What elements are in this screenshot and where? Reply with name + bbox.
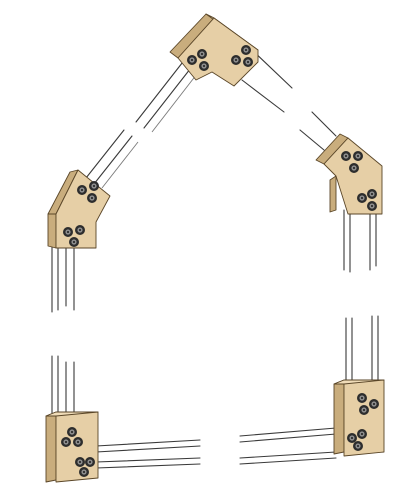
bolt-group-left-shoulder-bottom (63, 225, 85, 247)
bracket-left-shoulder (47, 169, 111, 249)
rail-right-lower (345, 315, 379, 385)
bolt-group-bottom-right-bottom (347, 429, 367, 451)
rail-bottom-right (239, 427, 337, 465)
bolt-group-right-shoulder-bottom (357, 189, 377, 211)
bolt-group-apex-left (187, 49, 209, 71)
bracket-bottom-right (333, 379, 385, 457)
bolt-group-bottom-left-bottom (75, 457, 95, 477)
rail-right-upper (343, 209, 377, 273)
bolt-group-bottom-right-top (357, 393, 379, 415)
bolt-group-left-shoulder-top (77, 181, 99, 203)
bolt-group-apex-right (231, 45, 253, 67)
rail-apex-left (85, 57, 201, 189)
rail-left-lower (51, 355, 75, 417)
bolt-group-bottom-left-top (61, 427, 83, 447)
bracket-apex (169, 13, 259, 87)
bracket-bottom-left (45, 411, 99, 483)
rail-bottom-left (95, 439, 201, 469)
bolt-group-right-shoulder-top (341, 151, 363, 173)
rail-left-upper (51, 239, 75, 313)
bracket-right-shoulder (315, 133, 383, 215)
rails (51, 47, 379, 469)
